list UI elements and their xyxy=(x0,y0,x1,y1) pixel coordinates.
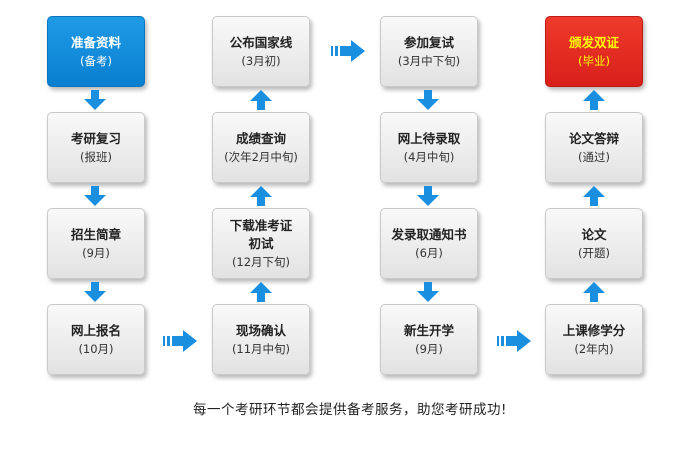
step-online-registration: 网上报名 (10月) xyxy=(47,304,145,375)
step-sub: (次年2月中旬) xyxy=(224,149,298,164)
step-sub: (6月) xyxy=(415,245,443,260)
arrow-down-icon xyxy=(417,90,439,110)
step-sub: (毕业) xyxy=(578,53,610,68)
step-school-start: 新生开学 (9月) xyxy=(380,304,478,375)
step-title: 公布国家线 xyxy=(229,34,293,50)
arrow-right-icon xyxy=(331,40,365,62)
step-thesis: 论文 (开题) xyxy=(545,208,643,279)
arrow-down-icon xyxy=(84,282,106,302)
step-title: 下载准考证 xyxy=(229,217,293,233)
arrow-up-icon xyxy=(250,282,272,302)
step-title: 现场确认 xyxy=(235,322,286,338)
step-dual-certificates: 颁发双证 (毕业) xyxy=(545,16,643,87)
step-credits: 上课修学分 (2年内) xyxy=(545,304,643,375)
step-title: 考研复习 xyxy=(70,130,121,146)
step-admission-notice: 发录取通知书 (6月) xyxy=(380,208,478,279)
step-title: 成绩查询 xyxy=(235,130,286,146)
step-title: 论文答辩 xyxy=(568,130,619,146)
step-sub: (9月) xyxy=(415,341,443,356)
step-sub: (2年内) xyxy=(574,341,614,356)
arrow-up-icon xyxy=(250,90,272,110)
step-title: 招生简章 xyxy=(70,226,121,242)
step-sub: (开题) xyxy=(578,245,610,260)
arrow-down-icon xyxy=(84,186,106,206)
step-review: 考研复习 (报班) xyxy=(47,112,145,183)
step-sub: (通过) xyxy=(578,149,610,164)
arrow-down-icon xyxy=(417,186,439,206)
arrow-right-icon xyxy=(163,330,197,352)
arrow-down-icon xyxy=(417,282,439,302)
step-retest: 参加复试 (3月中下旬) xyxy=(380,16,478,87)
step-title: 准备资料 xyxy=(70,34,121,50)
step-pending-admission: 网上待录取 (4月中旬) xyxy=(380,112,478,183)
step-title: 参加复试 xyxy=(403,34,454,50)
step-admission-ticket: 下载准考证 初试 (12月下旬) xyxy=(212,208,310,279)
step-sub: (9月) xyxy=(82,245,110,260)
step-sub: (4月中旬) xyxy=(403,149,455,164)
step-sub: (3月初) xyxy=(241,53,281,68)
caption: 每一个考研环节都会提供备考服务，助您考研成功! xyxy=(193,402,507,418)
step-title: 网上待录取 xyxy=(397,130,461,146)
step-title: 上课修学分 xyxy=(562,322,626,338)
step-title: 颁发双证 xyxy=(568,34,619,50)
arrow-up-icon xyxy=(250,186,272,206)
step-title: 新生开学 xyxy=(403,322,454,338)
step-sub: (报班) xyxy=(80,149,112,164)
step-sub: (11月中旬) xyxy=(231,341,291,356)
step-title: 发录取通知书 xyxy=(391,226,467,242)
step-prepare-materials: 准备资料 (备考) xyxy=(47,16,145,87)
step-sub: (12月下旬) xyxy=(231,254,291,269)
step-thesis-defense: 论文答辩 (通过) xyxy=(545,112,643,183)
arrow-up-icon xyxy=(583,90,605,110)
step-sub: (3月中下旬) xyxy=(397,53,461,68)
step-sub: (10月) xyxy=(78,341,114,356)
arrow-down-icon xyxy=(84,90,106,110)
step-onsite-confirmation: 现场确认 (11月中旬) xyxy=(212,304,310,375)
step-title: 论文 xyxy=(581,226,607,242)
step-title-2: 初试 xyxy=(248,235,274,251)
step-admissions-guide: 招生简章 (9月) xyxy=(47,208,145,279)
arrow-up-icon xyxy=(583,282,605,302)
step-score-query: 成绩查询 (次年2月中旬) xyxy=(212,112,310,183)
step-sub: (备考) xyxy=(80,53,112,68)
arrow-up-icon xyxy=(583,186,605,206)
step-national-line: 公布国家线 (3月初) xyxy=(212,16,310,87)
step-title: 网上报名 xyxy=(70,322,121,338)
arrow-right-icon xyxy=(497,330,531,352)
